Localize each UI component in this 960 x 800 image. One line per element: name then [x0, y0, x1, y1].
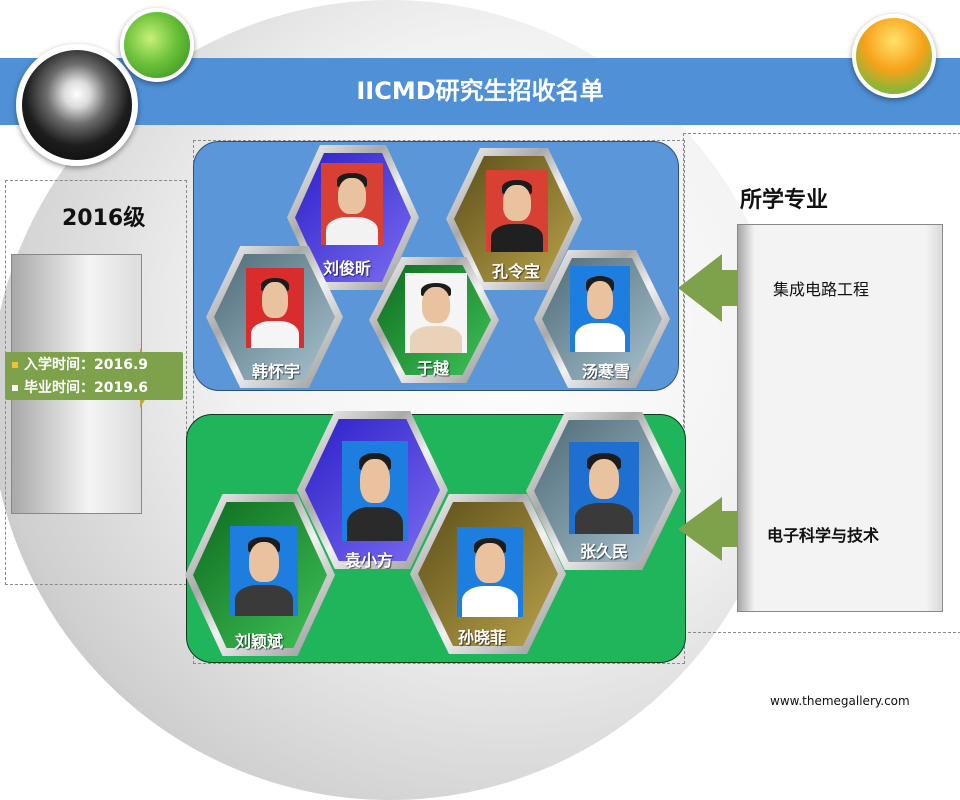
student-photo [246, 268, 304, 348]
student-photo [405, 273, 467, 353]
student-name: 袁小方 [345, 551, 394, 570]
right-dashed-frame [683, 133, 960, 633]
enroll-date: 入学时间：2016.9 [12, 354, 148, 374]
student-photo [342, 441, 408, 541]
footer-url: www.themegallery.com [770, 694, 910, 708]
arrow-left-icon [678, 254, 738, 322]
enroll-date-text: 入学时间：2016.9 [24, 357, 149, 373]
major-ic-engineering: 集成电路工程 [773, 280, 870, 299]
center-dashed-frame [193, 140, 685, 664]
student-hex: 刘颖斌 [185, 494, 335, 656]
dandelion-image [16, 44, 138, 166]
year-label: 2016级 [62, 206, 146, 231]
student-hex: 孙晓菲 [410, 494, 566, 654]
student-photo [486, 170, 548, 252]
student-hex: 汤寒雪 [534, 250, 670, 388]
student-name: 张久民 [580, 542, 629, 561]
tulip-image [852, 14, 936, 98]
student-hex: 袁小方 [297, 411, 448, 569]
student-name: 刘俊昕 [323, 259, 372, 278]
leaf-image [120, 8, 194, 82]
bullet-icon [12, 385, 18, 391]
page-title: IICMD研究生招收名单 [356, 77, 604, 105]
student-name: 孙晓菲 [458, 628, 507, 647]
major-box [737, 224, 943, 612]
student-photo [457, 527, 523, 617]
student-name: 刘颖斌 [235, 632, 284, 651]
student-photo [230, 526, 298, 616]
bullet-icon [12, 362, 18, 368]
arrow-left-icon [678, 497, 738, 561]
student-name: 韩怀宇 [252, 362, 301, 381]
student-photo [569, 442, 639, 534]
student-name: 于越 [417, 359, 450, 378]
graduate-date-text: 毕业时间：2019.6 [24, 380, 149, 396]
student-hex: 韩怀宇 [206, 246, 343, 388]
student-photo [321, 163, 383, 245]
student-name: 孔令宝 [492, 262, 541, 281]
major-electronic-science: 电子科学与技术 [767, 526, 880, 545]
student-photo [570, 266, 630, 352]
student-name: 汤寒雪 [582, 362, 631, 381]
graduate-date: 毕业时间：2019.6 [12, 377, 148, 397]
major-heading: 所学专业 [740, 188, 829, 213]
dates-box [5, 352, 183, 400]
student-hex: 刘俊昕 [287, 145, 419, 290]
